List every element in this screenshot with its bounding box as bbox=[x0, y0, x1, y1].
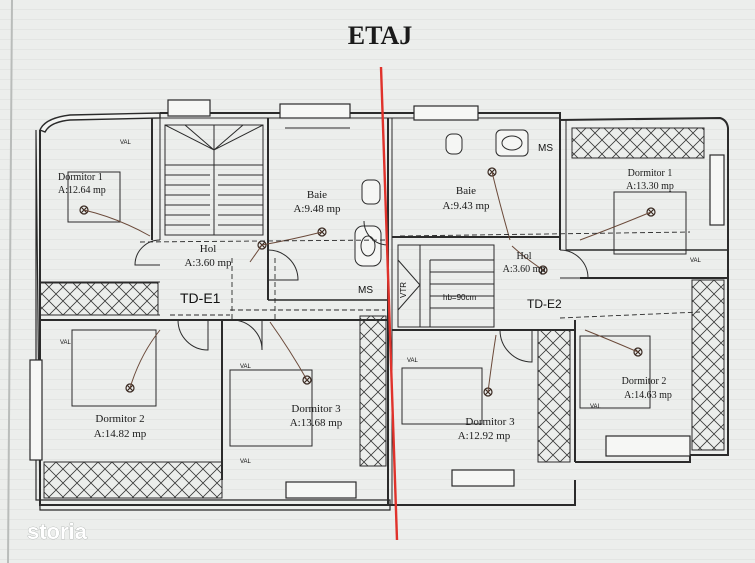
room-label-dormitor2-left: Dormitor 2 A:14.82 mp bbox=[94, 413, 147, 440]
red-divider-line bbox=[379, 66, 399, 541]
room-name: Baie bbox=[456, 185, 476, 197]
val-label: VAL bbox=[590, 404, 602, 410]
room-area: A:14.63 mp bbox=[624, 390, 672, 401]
dashed-runs bbox=[139, 231, 701, 320]
room-area: A:13.30 mp bbox=[626, 181, 674, 192]
room-label-baie-right: Baie A:9.43 mp bbox=[442, 185, 490, 212]
room-name: Dormitor 1 bbox=[58, 172, 103, 183]
room-area: A:14.82 mp bbox=[94, 428, 147, 440]
beds bbox=[67, 171, 687, 447]
hatched-elements bbox=[39, 127, 725, 499]
room-label-dormitor3-left: Dormitor 3 A:13.68 mp bbox=[290, 403, 343, 429]
stair-note: hb=90cm bbox=[443, 293, 476, 302]
val-label: VAL bbox=[407, 358, 419, 364]
val-label: VAL bbox=[240, 364, 252, 370]
room-name: Dormitor 1 bbox=[628, 168, 673, 179]
room-name: Dormitor 3 bbox=[465, 416, 515, 428]
room-label-hol-right: Hol A:3.60 mp bbox=[503, 251, 546, 275]
room-area: A:3.60 mp bbox=[184, 257, 232, 269]
room-name: Hol bbox=[200, 243, 217, 255]
room-area: A:13.68 mp bbox=[290, 417, 343, 429]
bathroom-fixtures bbox=[285, 127, 529, 267]
room-label-baie-left: Baie A:9.48 mp bbox=[293, 189, 341, 215]
val-label: VAL bbox=[690, 258, 702, 264]
room-area: A:12.64 mp bbox=[58, 185, 106, 196]
td-e2-label: TD-E2 bbox=[527, 297, 562, 311]
room-label-dormitor2-right: Dormitor 2 A:14.63 mp bbox=[622, 376, 672, 401]
watermark-logo: storia bbox=[27, 519, 88, 544]
room-label-dormitor1-right: Dormitor 1 A:13.30 mp bbox=[626, 168, 674, 192]
room-name: Dormitor 3 bbox=[291, 403, 341, 415]
val-label: VAL bbox=[60, 340, 72, 346]
room-label-dormitor1-left: Dormitor 1 A:12.64 mp bbox=[58, 172, 106, 196]
room-area: A:9.48 mp bbox=[293, 203, 341, 215]
room-name: Dormitor 2 bbox=[95, 413, 144, 425]
misc-labels: MS MS TD-E1 TD-E2 hb=90cm VTR VAL VAL VA… bbox=[60, 140, 702, 465]
wiring bbox=[83, 171, 652, 393]
room-label-hol-left: Hol A:3.60 mp bbox=[184, 243, 232, 269]
val-label: VAL bbox=[120, 140, 132, 146]
rooms-left: Dormitor 1 A:12.64 mp Baie A:9.48 mp Hol… bbox=[58, 172, 343, 440]
room-name: Baie bbox=[307, 189, 327, 201]
plan-title: ETAJ bbox=[348, 21, 413, 50]
room-area: A:12.92 mp bbox=[458, 430, 511, 442]
rooms-right: Baie A:9.43 mp Dormitor 1 A:13.30 mp Hol… bbox=[442, 168, 673, 442]
room-name: Hol bbox=[517, 251, 532, 262]
td-e1-label: TD-E1 bbox=[180, 290, 221, 306]
doors bbox=[134, 220, 589, 363]
windows bbox=[29, 99, 725, 499]
room-area: A:3.60 mp bbox=[503, 264, 546, 275]
ms-label-left: MS bbox=[358, 285, 373, 296]
ms-label-right: MS bbox=[538, 143, 553, 154]
val-label: VAL bbox=[240, 459, 252, 465]
stair-code: VTR bbox=[399, 282, 408, 298]
binding-edge bbox=[7, 0, 13, 563]
room-label-dormitor3-right: Dormitor 3 A:12.92 mp bbox=[458, 416, 515, 442]
room-area: A:9.43 mp bbox=[442, 200, 490, 212]
room-name: Dormitor 2 bbox=[622, 376, 667, 387]
stairs-left bbox=[164, 124, 264, 236]
stairs-right bbox=[397, 244, 495, 328]
